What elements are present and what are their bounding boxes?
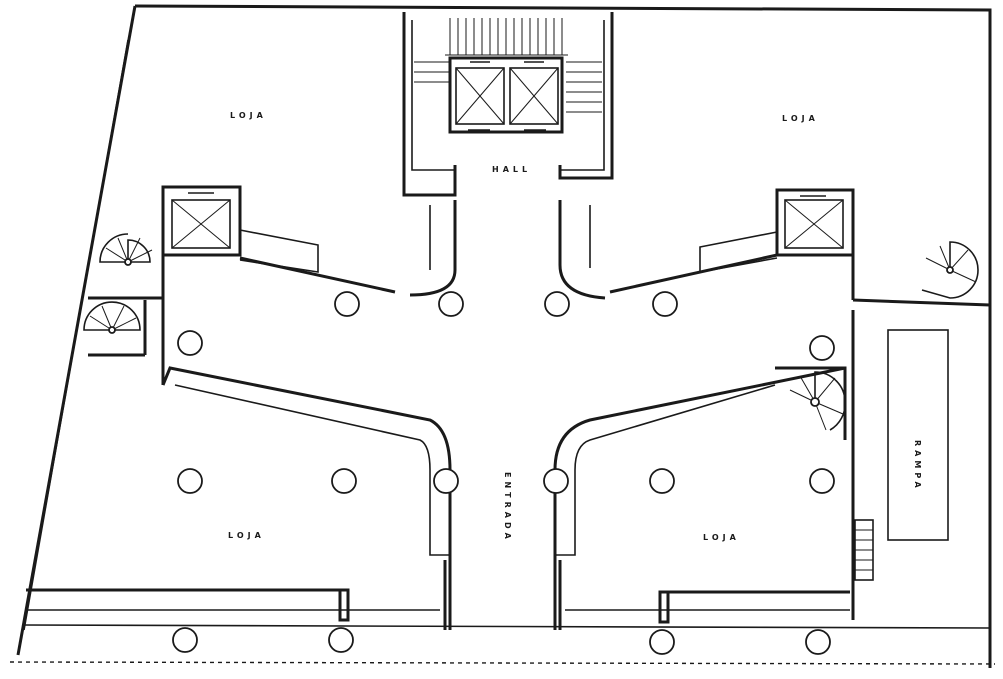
column [649, 468, 675, 494]
room-label-entrada: ENTRADA [503, 472, 512, 543]
room-label-loja-bottom-left: LOJA [228, 531, 265, 540]
lower-partitions [161, 310, 855, 630]
column [177, 468, 203, 494]
room-label-loja-top-left: LOJA [230, 111, 267, 120]
columns [172, 291, 835, 655]
column [805, 629, 831, 655]
column [334, 291, 360, 317]
column [331, 468, 357, 494]
column [177, 330, 203, 356]
column [172, 627, 198, 653]
column [438, 291, 464, 317]
room-label-hall: HALL [492, 165, 531, 174]
hall-walls [409, 200, 606, 300]
building-outline [9, 4, 996, 668]
right-service-block [609, 188, 991, 307]
ramp [854, 329, 949, 581]
stair-core [402, 12, 614, 197]
spiral-stair-icon [921, 241, 979, 299]
column [809, 468, 835, 494]
spiral-stair-icon [83, 301, 141, 334]
column [543, 468, 569, 494]
left-service-block [88, 185, 396, 385]
room-label-rampa: RAMPA [913, 440, 922, 492]
column [544, 291, 570, 317]
room-label-loja-top-right: LOJA [782, 114, 819, 123]
spiral-stair-icon [99, 233, 153, 266]
room-label-loja-bottom-right: LOJA [703, 533, 740, 542]
column [328, 627, 354, 653]
stair-treads [414, 18, 602, 113]
column [433, 468, 459, 494]
column [652, 291, 678, 317]
column [649, 629, 675, 655]
front-bands [26, 588, 850, 624]
column [809, 335, 835, 361]
spiral-stair-icon [789, 371, 846, 431]
elevator-pair [448, 56, 564, 134]
